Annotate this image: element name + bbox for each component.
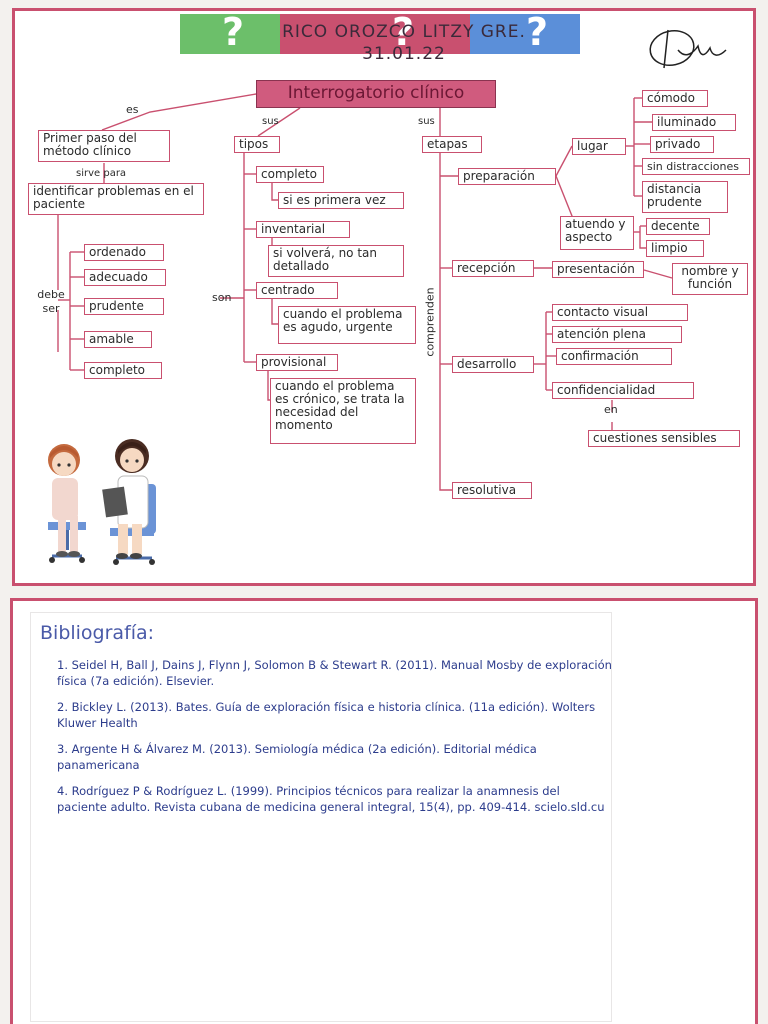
patient-icon <box>48 444 80 557</box>
node-privado: privado <box>650 136 714 153</box>
node-tipo-inventarial: inventarial <box>256 221 350 238</box>
node-tipo-completo: completo <box>256 166 324 183</box>
label-comprenden: comprenden <box>423 287 437 357</box>
label-en: en <box>604 403 618 416</box>
question-mark-icon: ? <box>222 10 245 54</box>
header-banner-pink <box>280 14 470 54</box>
node-cuestiones-sensibles: cuestiones sensibles <box>588 430 740 447</box>
node-desarrollo: desarrollo <box>452 356 534 373</box>
signature-icon <box>649 29 727 69</box>
doctor-patient-illustration <box>48 439 156 565</box>
node-resolutiva: resolutiva <box>452 482 532 499</box>
date: 31.01.22 <box>362 44 446 64</box>
node-confidencialidad: confidencialidad <box>552 382 694 399</box>
map-title: Interrogatorio clínico <box>256 80 496 108</box>
node-tipo-centrado-desc: cuando el problema es agudo, urgente <box>278 306 416 344</box>
node-distancia-prudente: distancia prudente <box>642 181 728 213</box>
node-tipo-provisional-desc: cuando el problema es crónico, se trata … <box>270 378 416 444</box>
bibliography-ref-1: 1. Seidel H, Ball J, Dains J, Flynn J, S… <box>57 658 612 688</box>
bibliography-ref-3: 3. Argente H & Álvarez M. (2013). Semiol… <box>57 742 537 772</box>
bibliography-title: Bibliografía: <box>40 622 155 644</box>
header-banner-blue <box>470 14 580 54</box>
node-etapas: etapas <box>422 136 482 153</box>
student-name: RICO OROZCO LITZY GRE. <box>282 22 526 42</box>
label-es: es <box>126 103 139 116</box>
node-contacto-visual: contacto visual <box>552 304 688 321</box>
label-sirve-para: sirve para <box>76 168 127 179</box>
patient-chair-icon <box>48 522 86 563</box>
node-recepcion: recepción <box>452 260 534 277</box>
node-decente: decente <box>646 218 710 235</box>
label-debe-ser: debe ser <box>37 288 65 315</box>
bibliography-ref-4: 4. Rodríguez P & Rodríguez L. (1999). Pr… <box>57 784 605 814</box>
node-preparacion: preparación <box>458 168 556 185</box>
node-confirmacion: confirmación <box>556 348 672 365</box>
node-completo-debe: completo <box>84 362 162 379</box>
node-comodo: cómodo <box>642 90 708 107</box>
node-atuendo: atuendo y aspecto <box>560 216 634 250</box>
question-mark-icon: ? <box>392 10 415 54</box>
question-mark-icon: ? <box>526 10 549 54</box>
node-presentacion: presentación <box>552 261 644 278</box>
bibliography-sheet: 1. Seidel H, Ball J, Dains J, Flynn J, S… <box>30 612 612 1022</box>
doctor-icon <box>102 439 149 559</box>
node-identificar: identificar problemas en el paciente <box>28 183 204 215</box>
header-banner-green <box>180 14 280 54</box>
node-primer-paso: Primer paso del método clínico <box>38 130 170 162</box>
node-iluminado: iluminado <box>652 114 736 131</box>
node-nombre-funcion: nombre y función <box>672 263 748 295</box>
bibliography-ref-2: 2. Bickley L. (2013). Bates. Guía de exp… <box>57 700 596 730</box>
node-sin-distracciones: sin distracciones <box>642 158 750 175</box>
node-adecuado: adecuado <box>84 269 166 286</box>
node-tipos: tipos <box>234 136 280 153</box>
node-tipo-centrado: centrado <box>256 282 338 299</box>
label-sus-tipos: sus <box>262 116 279 127</box>
node-lugar: lugar <box>572 138 626 155</box>
node-tipo-provisional: provisional <box>256 354 338 371</box>
node-tipo-completo-desc: si es primera vez <box>278 192 404 209</box>
node-prudente: prudente <box>84 298 164 315</box>
node-atencion-plena: atención plena <box>552 326 682 343</box>
label-son: son <box>212 291 232 304</box>
node-limpio: limpio <box>646 240 704 257</box>
node-ordenado: ordenado <box>84 244 164 261</box>
node-amable: amable <box>84 331 152 348</box>
label-sus-etapas: sus <box>418 116 435 127</box>
node-tipo-inventarial-desc: si volverá, no tan detallado <box>268 245 404 277</box>
